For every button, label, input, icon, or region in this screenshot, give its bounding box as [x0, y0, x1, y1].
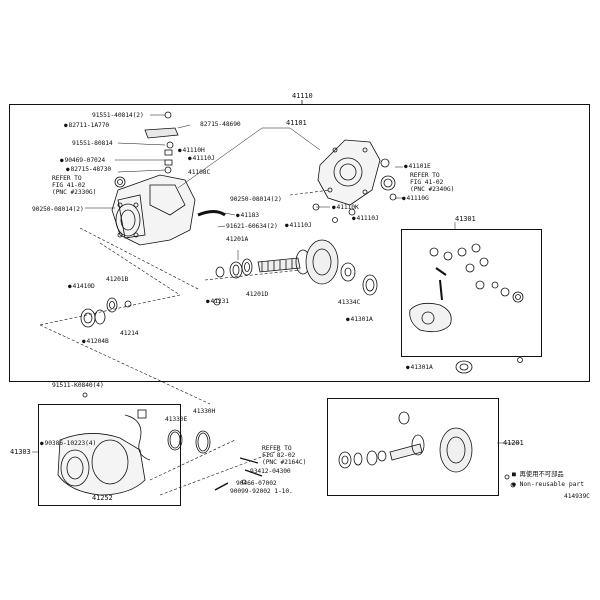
ref1-line-a: REFER TO: [52, 175, 82, 182]
label-90250-a: 90250-08014(2): [32, 206, 84, 213]
label-41183: 41183: [236, 212, 260, 219]
label-41301: 41301: [455, 215, 476, 223]
label-91551-80814: 91551-80814: [72, 140, 113, 147]
label-90469: 90469-07024: [60, 157, 106, 164]
ref3-line-c: (PNC #2164C): [262, 459, 307, 466]
ref1-line-c: (PNC #2330G): [52, 189, 97, 196]
label-41201B: 41201B: [106, 276, 129, 283]
ref3-line-a: REFER TO: [262, 445, 292, 452]
label-41201: 41201: [503, 439, 524, 447]
label-41108C: 41108C: [188, 169, 211, 176]
legend-jp-text: 再使用不可部品: [519, 471, 564, 478]
label-90250-b: 90250-08014(2): [230, 196, 282, 203]
legend-en-text: Non-reusable part: [519, 481, 585, 488]
label-41110H: 41110H: [178, 147, 205, 154]
label-41110G: 41110G: [402, 195, 429, 202]
ref3-line-b: FIG 82-02: [262, 452, 296, 459]
label-41330H: 41330H: [193, 408, 216, 415]
ref2-line-b: FIG 41-02: [410, 179, 444, 186]
legend-line-jp: ■ 再使用不可部品: [512, 471, 564, 478]
label-82715-48690: 82715-48690: [200, 121, 241, 128]
label-41214: 41214: [120, 330, 139, 337]
diff-assy-frame: [401, 229, 542, 357]
label-41110: 41110: [292, 92, 313, 100]
main-frame: [9, 104, 590, 382]
ref2-line-c: (PNC #2340G): [410, 186, 455, 193]
label-41334C: 41334C: [338, 299, 361, 306]
label-41110J-a: 41110J: [188, 155, 215, 162]
doc-id: 414939C: [564, 493, 590, 500]
label-41231: 41231: [206, 298, 230, 305]
label-93412: 93412-04300: [250, 468, 291, 475]
label-41301A-a: 41301A: [346, 316, 373, 323]
label-41110K: 41110K: [332, 204, 359, 211]
label-82715-48730: 82715-48730: [66, 166, 112, 173]
label-41204B: 41204B: [82, 338, 109, 345]
label-90466: 90466-07002: [236, 480, 277, 487]
label-41201D: 41201D: [246, 291, 269, 298]
ring-pinion-frame: [327, 398, 499, 496]
label-90386: 90386-10223(4): [40, 440, 97, 447]
label-41330E: 41330E: [165, 416, 188, 423]
label-41410D: 41410D: [68, 283, 95, 290]
legend-line-en: ● Non-reusable part: [512, 481, 585, 488]
ref2-line-a: REFER TO: [410, 172, 440, 179]
label-90099: 90099-92002 1-10.: [230, 488, 293, 495]
label-91511: 91511-K0840(4): [52, 382, 104, 389]
label-41303: 41303: [10, 448, 31, 456]
label-41301A-b: 41301A: [406, 364, 433, 371]
ref1-line-b: FIG 41-02: [52, 182, 86, 189]
label-91551-40814: 91551-40814(2): [92, 112, 144, 119]
label-41101E: 41101E: [404, 163, 431, 170]
label-41101: 41101: [286, 119, 307, 127]
left-assy-frame: [38, 404, 181, 506]
label-82711: 82711-1A770: [64, 122, 110, 129]
label-41110J-c: 41110J: [285, 222, 312, 229]
label-41252: 41252: [92, 494, 113, 502]
label-91621: 91621-60634(2): [226, 223, 278, 230]
label-41110J-b: 41110J: [352, 215, 379, 222]
label-41201A: 41201A: [226, 236, 249, 243]
